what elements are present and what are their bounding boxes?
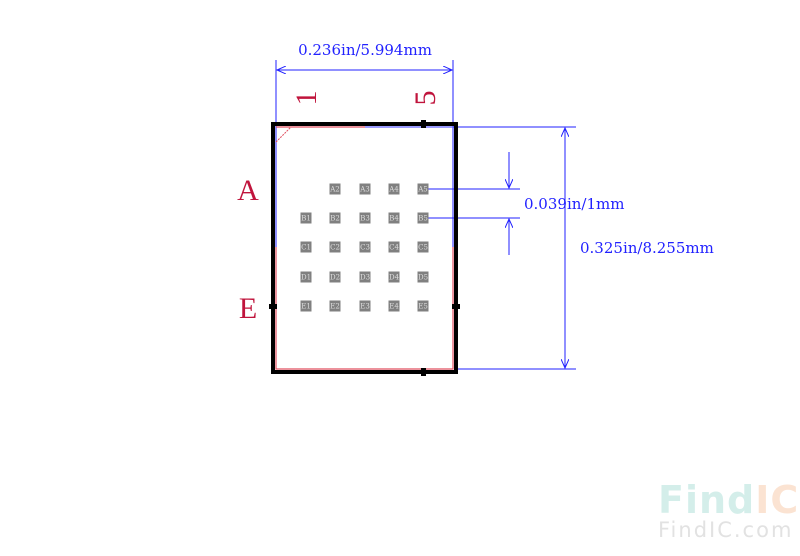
- pad-D4: D4: [388, 271, 400, 283]
- pad-label: E2: [330, 303, 340, 311]
- pad-C2: C2: [329, 241, 341, 253]
- pad-B5: B5: [417, 212, 429, 224]
- pad-shape: [300, 300, 312, 312]
- pad-shape: [300, 241, 312, 253]
- pad-shape: [300, 212, 312, 224]
- pad-C1: C1: [300, 241, 312, 253]
- pad-label: D1: [301, 274, 311, 282]
- pad-A4: A4: [388, 183, 400, 195]
- pad-C4: C4: [388, 241, 400, 253]
- findic-url: FindIC.com: [658, 518, 794, 542]
- pad-label: C3: [360, 244, 370, 252]
- column-label-last: 5: [409, 91, 442, 106]
- pad-D1: D1: [300, 271, 312, 283]
- width-dimension: 0.236in/5.994mm: [275, 41, 454, 247]
- pad-label: A2: [329, 186, 340, 194]
- pad-A3: A3: [359, 183, 371, 195]
- pad-label: D2: [330, 274, 340, 282]
- pad-label: B1: [301, 215, 311, 223]
- pad-label: C4: [389, 244, 399, 252]
- pad-label: A4: [388, 186, 399, 194]
- pad-shape: [329, 300, 341, 312]
- pad-E5: E5: [417, 300, 429, 312]
- logo-ic: IC: [755, 478, 800, 522]
- pad-shape: [329, 271, 341, 283]
- pad-shape: [417, 241, 429, 253]
- pad-shape: [359, 183, 371, 195]
- row-label-first: A: [237, 174, 259, 207]
- pad-label: B2: [330, 215, 340, 223]
- pad-label: B3: [360, 215, 370, 223]
- height-dimension: 0.325in/8.255mm: [453, 126, 714, 370]
- pad-shape: [417, 212, 429, 224]
- pad-D5: D5: [417, 271, 429, 283]
- pad-shape: [359, 271, 371, 283]
- pad-C3: C3: [359, 241, 371, 253]
- pad-label: E4: [389, 303, 399, 311]
- pad-shape: [359, 212, 371, 224]
- pad-D2: D2: [329, 271, 341, 283]
- pad-shape: [388, 183, 400, 195]
- pad-label: A3: [359, 186, 370, 194]
- pad-label: C5: [418, 244, 428, 252]
- pad-label: D3: [360, 274, 370, 282]
- pad-shape: [359, 300, 371, 312]
- pad-shape: [359, 241, 371, 253]
- pad-shape: [417, 300, 429, 312]
- pad-label: B4: [389, 215, 399, 223]
- pad-C5: C5: [417, 241, 429, 253]
- row-label-last: E: [239, 292, 257, 325]
- pad-label: E3: [360, 303, 370, 311]
- pad-shape: [388, 241, 400, 253]
- pad-label: E1: [301, 303, 311, 311]
- pad-B2: B2: [329, 212, 341, 224]
- pitch-dimension-label: 0.039in/1mm: [524, 195, 624, 213]
- logo-find: Find: [658, 478, 756, 522]
- pad-A2: A2: [329, 183, 341, 195]
- pad-shape: [417, 271, 429, 283]
- pitch-dimension: 0.039in/1mm: [423, 152, 624, 255]
- pad-label: E5: [418, 303, 428, 311]
- width-dimension-label: 0.236in/5.994mm: [298, 41, 432, 59]
- height-dimension-label: 0.325in/8.255mm: [580, 239, 714, 257]
- pad-shape: [417, 183, 429, 195]
- pad-label: A5: [417, 186, 428, 194]
- pad-B3: B3: [359, 212, 371, 224]
- column-label-first: 1: [290, 91, 323, 106]
- pad-E4: E4: [388, 300, 400, 312]
- pad-D3: D3: [359, 271, 371, 283]
- pad-B1: B1: [300, 212, 312, 224]
- pad-shape: [329, 241, 341, 253]
- pad-E1: E1: [300, 300, 312, 312]
- pad-label: B5: [418, 215, 428, 223]
- pad-shape: [300, 271, 312, 283]
- pad-label: D4: [389, 274, 400, 282]
- pad-E3: E3: [359, 300, 371, 312]
- pad-shape: [329, 183, 341, 195]
- pad-E2: E2: [329, 300, 341, 312]
- pad-shape: [329, 212, 341, 224]
- findic-logo: FindIC: [658, 478, 799, 522]
- pad-label: C2: [330, 244, 340, 252]
- pad-label: C1: [301, 244, 311, 252]
- outline-markers: [269, 120, 460, 376]
- pad-label: D5: [418, 274, 428, 282]
- pad-A5: A5: [417, 183, 429, 195]
- pad-shape: [388, 271, 400, 283]
- package-outline: [271, 122, 458, 374]
- pad-B4: B4: [388, 212, 400, 224]
- pad-shape: [388, 212, 400, 224]
- pad-shape: [388, 300, 400, 312]
